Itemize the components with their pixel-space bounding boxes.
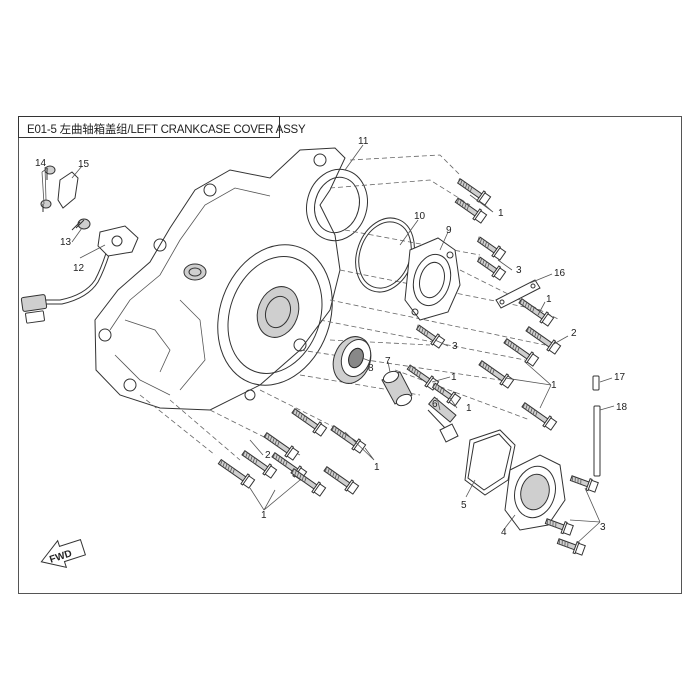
sleeve-7	[381, 370, 413, 407]
bolt-6	[427, 396, 459, 443]
flange-bolt	[431, 382, 462, 407]
callout-leaders	[44, 144, 615, 546]
callout-3: 3	[452, 341, 458, 352]
flange-bolt	[476, 256, 507, 281]
flange-bolt	[330, 425, 367, 454]
bolts-group	[217, 178, 599, 556]
callout-16: 16	[554, 268, 566, 279]
flange-bolt	[291, 408, 328, 437]
bearing-8	[332, 336, 372, 384]
flange-bolt	[503, 338, 540, 367]
callout-3: 3	[600, 522, 606, 533]
flange-bolt	[525, 326, 562, 355]
flange-bolt	[454, 197, 488, 224]
callout-1: 1	[466, 403, 472, 414]
cover-9	[404, 237, 461, 321]
callout-2: 2	[265, 450, 271, 461]
flange-bolt	[241, 450, 278, 479]
callout-1: 1	[374, 462, 380, 473]
flange-bolt	[290, 468, 327, 497]
callout-17: 17	[614, 372, 626, 383]
callout-13: 13	[60, 237, 72, 248]
flange-bolt	[556, 538, 586, 556]
callout-11: 11	[358, 136, 369, 147]
callout-14: 14	[35, 158, 47, 169]
callout-1: 1	[498, 208, 504, 219]
callout-4: 4	[501, 527, 507, 538]
callout-1: 1	[451, 372, 457, 383]
gasket-5	[464, 429, 516, 496]
callout-7: 7	[385, 356, 391, 367]
cover-4	[504, 454, 566, 531]
speed-sensor-assembly	[20, 165, 139, 324]
callout-1: 1	[551, 380, 557, 391]
bracket-16	[495, 279, 541, 309]
callout-3: 3	[516, 265, 522, 276]
flange-bolt	[521, 402, 558, 431]
fwd-arrow: FWD	[40, 538, 87, 568]
callout-6: 6	[432, 399, 438, 410]
callout-1: 1	[546, 294, 552, 305]
callout-12: 12	[73, 263, 85, 274]
flange-bolt	[518, 298, 555, 327]
callout-1: 1	[261, 510, 267, 521]
crankcase-cover-body	[94, 147, 368, 411]
diagram-title: E01-5 左曲轴箱盖组/LEFT CRANKCASE COVER ASSY	[27, 124, 306, 136]
flange-bolt	[217, 458, 256, 489]
callout-2: 2	[571, 328, 577, 339]
rod-18	[593, 405, 601, 477]
callout-5: 5	[461, 500, 467, 511]
callout-8: 8	[368, 363, 374, 374]
callout-10: 10	[414, 211, 426, 222]
callout-15: 15	[78, 159, 90, 170]
flange-bolt	[456, 178, 492, 206]
flange-bolt	[478, 360, 515, 389]
pin-17	[592, 375, 600, 391]
title-box: E01-5 左曲轴箱盖组/LEFT CRANKCASE COVER ASSY	[18, 116, 306, 138]
callout-18: 18	[616, 402, 628, 413]
flange-bolt	[569, 475, 599, 493]
flange-bolt	[323, 466, 360, 495]
flange-bolt	[476, 236, 507, 261]
callout-9: 9	[446, 225, 452, 236]
flange-bolt	[263, 432, 300, 461]
callout-labels: 1 1 1 1 1 1 1 2 2 3 3 3 4 5 6 7 8 9 10 1…	[35, 136, 628, 538]
flange-bolt	[544, 518, 574, 536]
